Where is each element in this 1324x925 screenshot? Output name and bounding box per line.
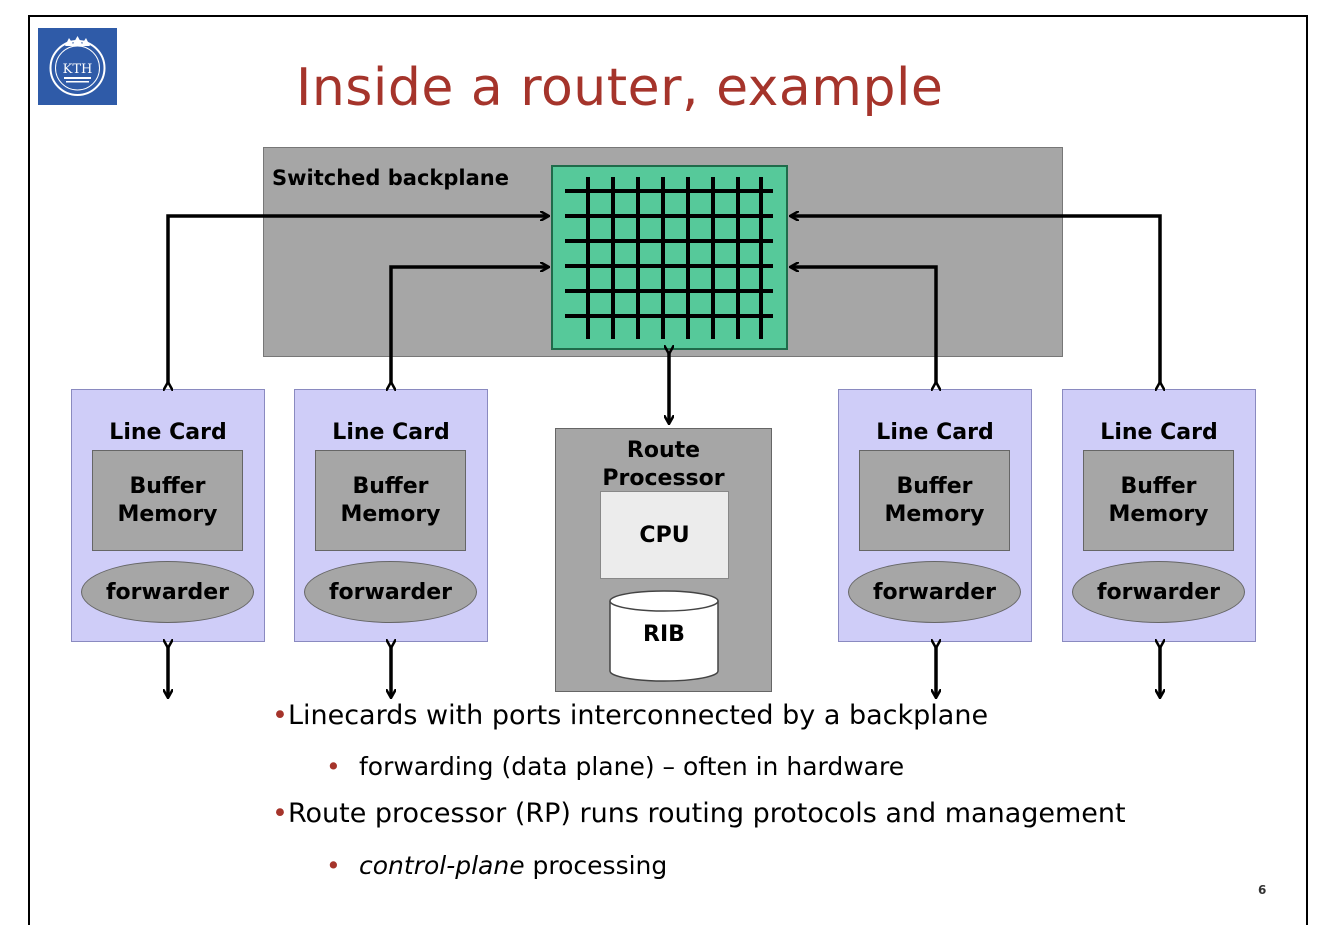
line-card-title: Line Card [109,420,227,445]
bullet-route-processor: •Route processor (RP) runs routing proto… [272,798,1126,829]
line-card-title: Line Card [1100,420,1218,445]
sub-bullet-control-plane: •control-plane processing [326,851,668,880]
rib-database-icon [609,590,719,682]
bullet-marker: • [326,851,341,880]
switch-fabric [551,165,788,350]
route-processor: Route Processor CPU RIB [555,428,772,692]
bullet-linecards: •Linecards with ports interconnected by … [272,700,989,731]
forwarder: forwarder [81,561,254,623]
forwarder: forwarder [304,561,477,623]
cpu-box: CPU [600,491,729,579]
slide-title: Inside a router, example [296,58,944,118]
line-card-title: Line Card [876,420,994,445]
svg-text:KTH: KTH [63,62,93,77]
line-card-title: Line Card [332,420,450,445]
sub-bullet-forwarding: •forwarding (data plane) – often in hard… [326,752,905,781]
backplane-label: Switched backplane [272,166,509,190]
bullet-marker: • [272,798,288,829]
forwarder: forwarder [1072,561,1245,623]
bullet-marker: • [272,700,288,731]
page-number: 6 [1258,883,1267,897]
route-processor-title: Route Processor [602,438,725,491]
rib-label: RIB [643,622,685,647]
kth-logo: KTH [38,28,117,105]
slide-frame [28,15,1308,925]
forwarder: forwarder [848,561,1021,623]
bullet-marker: • [326,752,341,781]
